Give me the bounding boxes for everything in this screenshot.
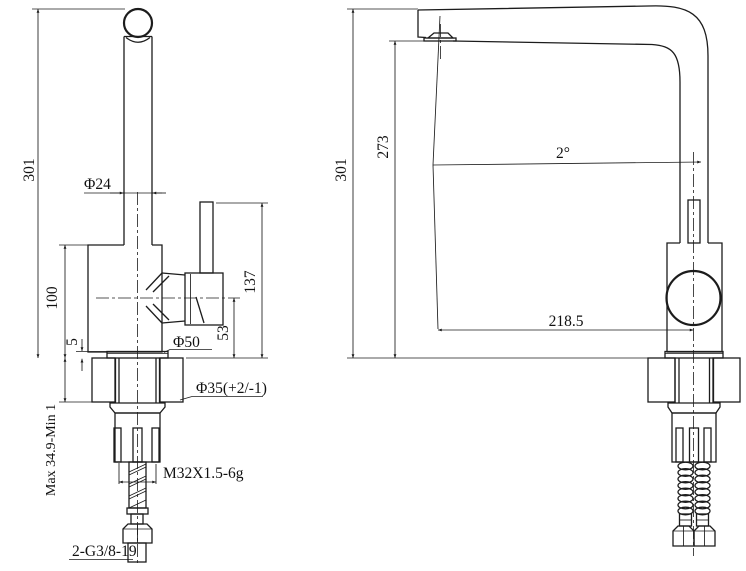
countertop-section-front bbox=[647, 357, 741, 403]
hose-left bbox=[677, 461, 694, 516]
spout-riser bbox=[122, 7, 154, 245]
right-view-dimensions: 301 273 2° 218.5 bbox=[333, 8, 740, 359]
dim-base-plate-height: 5 bbox=[64, 338, 81, 346]
mounting-shank-front bbox=[667, 358, 721, 463]
faucet-body-front bbox=[665, 242, 723, 353]
handle-lever-rod-front bbox=[687, 199, 701, 244]
right-view: 301 273 2° 218.5 bbox=[333, 5, 741, 556]
dim-hose-thread: 2-G3/8-19 bbox=[72, 543, 137, 560]
dim-spout-diameter: Φ24 bbox=[84, 176, 111, 193]
handle bbox=[184, 201, 224, 326]
faucet-body bbox=[87, 244, 186, 353]
hose-right bbox=[694, 461, 711, 516]
dim-spout-tilt-angle: 2° bbox=[556, 145, 570, 162]
dim-overall-height-right: 301 bbox=[333, 158, 350, 181]
dim-base-diameter: Φ50 bbox=[173, 334, 200, 351]
handle-lever-rod bbox=[199, 201, 214, 274]
left-view-dimensions: 301 100 Max 34.9-Min 1 5 Φ24 137 bbox=[21, 8, 268, 560]
left-view: 301 100 Max 34.9-Min 1 5 Φ24 137 bbox=[21, 7, 268, 566]
dim-deck-thickness: Max 34.9-Min 1 bbox=[44, 404, 59, 496]
dim-shank-thread: M32X1.5-6g bbox=[163, 465, 244, 482]
dim-mounting-hole: Φ35(+2/-1) bbox=[196, 380, 267, 397]
dim-spout-outlet-height: 273 bbox=[375, 135, 392, 159]
flexible-hoses bbox=[672, 461, 716, 547]
dim-handle-center-height: 53 bbox=[215, 325, 232, 341]
dim-spout-reach: 218.5 bbox=[549, 313, 584, 330]
dim-handle-top-height: 137 bbox=[242, 270, 259, 294]
dim-overall-height-left: 301 bbox=[21, 158, 38, 181]
dim-body-height: 100 bbox=[44, 286, 61, 310]
spout-tube bbox=[417, 5, 709, 243]
